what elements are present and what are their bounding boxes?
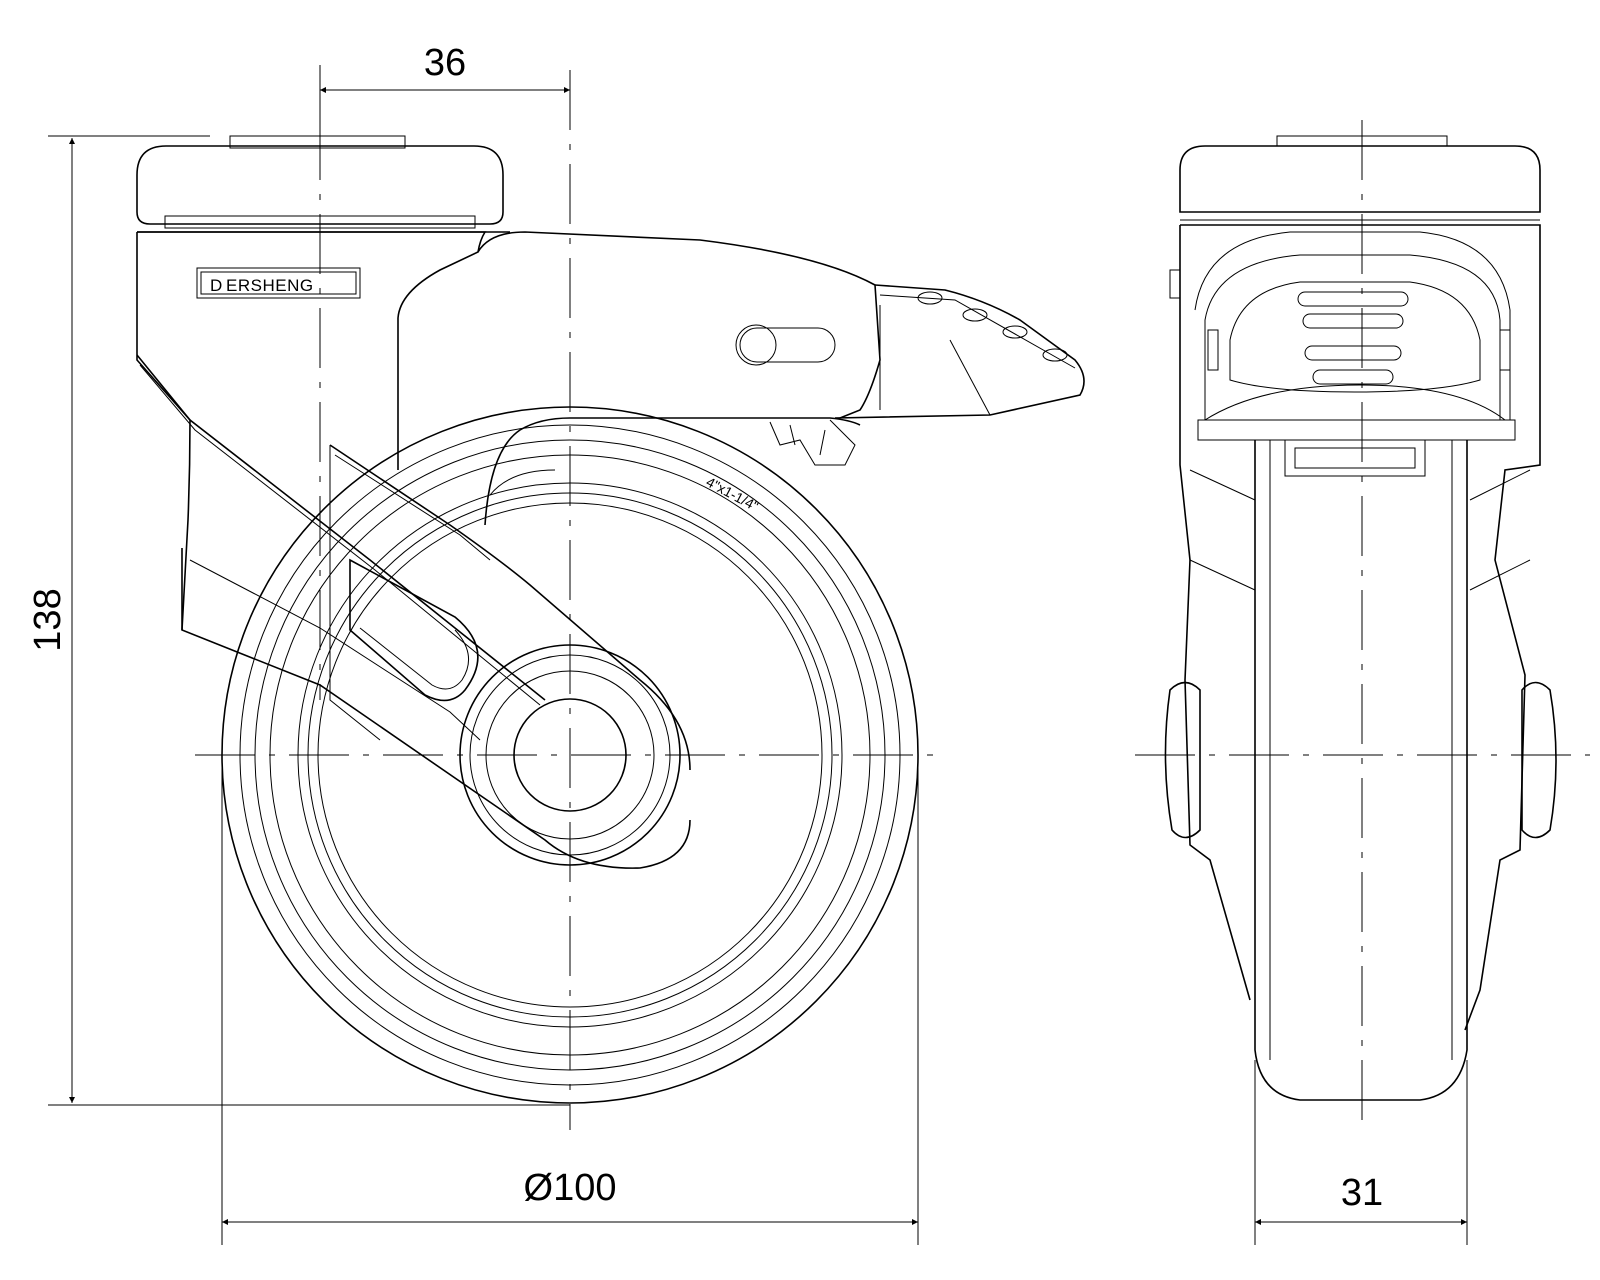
front-view: 31 <box>1135 120 1590 1245</box>
brake-pedal <box>477 231 1085 466</box>
housing-front <box>1169 224 1541 1031</box>
brand-logo-letter: D <box>210 276 223 295</box>
brand-logo: D ERSHENG <box>210 276 314 295</box>
dimension-offset-label: 36 <box>424 42 466 84</box>
dimension-height-label: 138 <box>27 588 69 651</box>
axle-cap-right <box>1521 681 1557 839</box>
swivel-housing <box>136 231 510 631</box>
axle-cap-left <box>1164 681 1201 839</box>
brand-name: ERSHENG <box>226 276 314 295</box>
fork-arm <box>136 354 691 869</box>
wheel-front <box>1254 440 1468 1101</box>
dimension-width-label: 31 <box>1341 1172 1383 1214</box>
side-view: D ERSHENG 4"x1-1/4" 36 138 Ø100 <box>27 42 1085 1245</box>
dimension-diameter-label: Ø100 <box>524 1167 617 1209</box>
fork-leg-curve <box>484 417 861 526</box>
top-plate-front <box>1179 135 1541 221</box>
